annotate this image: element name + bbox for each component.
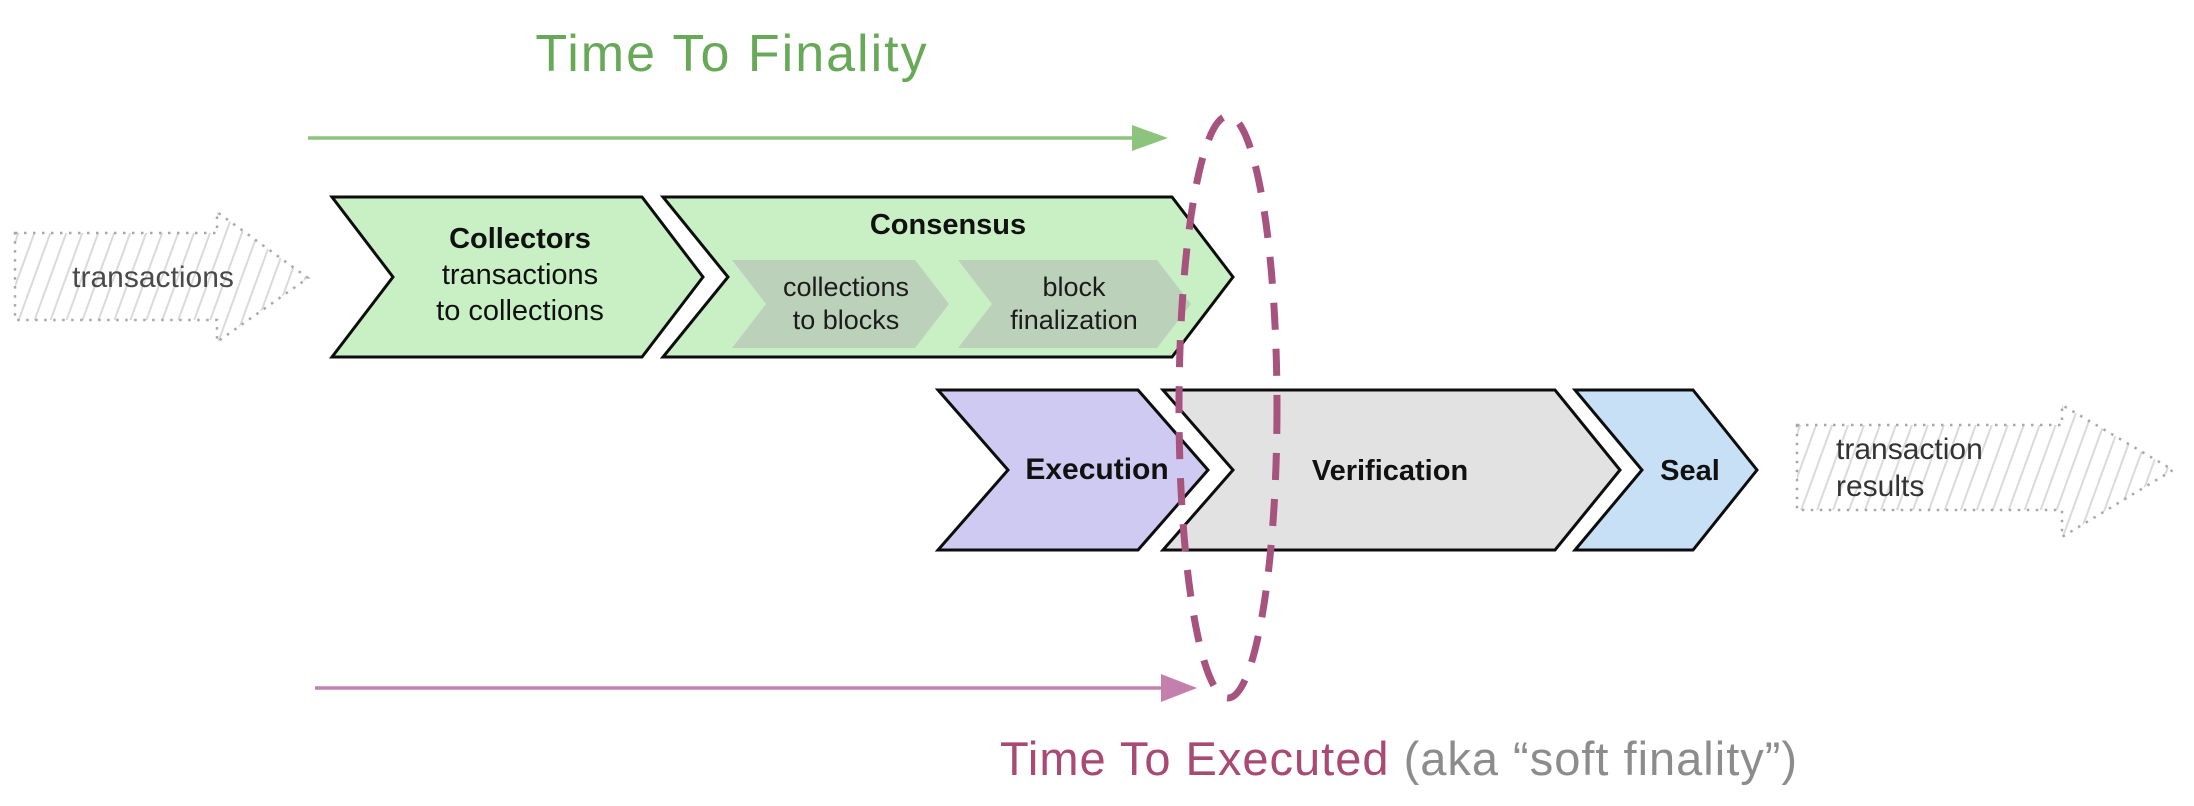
consensus-sub1-line1: collections <box>782 272 910 302</box>
consensus-sub1-line2: to blocks <box>792 305 900 335</box>
execution-chevron <box>934 388 1210 552</box>
time-to-executed-title: Time To Executed (aka “soft finality”) <box>897 731 1901 787</box>
consensus-sub2-line1: block <box>1042 272 1106 302</box>
collectors-line2: to collections <box>436 295 604 327</box>
consensus-sub2-label: block finalization <box>964 271 1184 337</box>
consensus-sub-chevron-collections-to-blocks <box>732 260 949 348</box>
consensus-sub1-label: collections to blocks <box>736 271 956 337</box>
collectors-title: Collectors <box>449 223 591 255</box>
time-to-executed-pink-text: Time To Executed <box>999 732 1390 785</box>
input-transactions-arrow-icon <box>13 209 311 345</box>
execution-title: Execution <box>1025 453 1169 486</box>
consensus-title: Consensus <box>869 209 1027 241</box>
soft-finality-gray-text: (aka “soft finality”) <box>1389 732 1799 785</box>
output-arrow-label: transaction results <box>1836 431 2076 505</box>
output-results-arrow-icon <box>1795 402 2176 540</box>
time-to-finality-arrowhead-icon <box>1132 125 1168 151</box>
input-arrow-label: transactions <box>72 261 234 294</box>
collectors-chevron <box>328 195 705 359</box>
seal-title: Seal <box>1660 455 1720 487</box>
collectors-stage-label: Collectors transactions to collections <box>380 221 660 329</box>
verification-title: Verification <box>1311 455 1469 487</box>
consensus-sub2-line2: finalization <box>1010 305 1138 335</box>
collectors-line1: transactions <box>441 259 599 291</box>
seal-chevron <box>1571 388 1759 552</box>
consensus-sub-chevron-block-finalization <box>958 260 1191 348</box>
output-arrow-line2: results <box>1836 470 1925 503</box>
time-to-finality-title: Time To Finality <box>535 25 929 83</box>
time-to-executed-arrowhead-icon <box>1161 674 1197 702</box>
output-arrow-line1: transaction <box>1836 433 1983 466</box>
